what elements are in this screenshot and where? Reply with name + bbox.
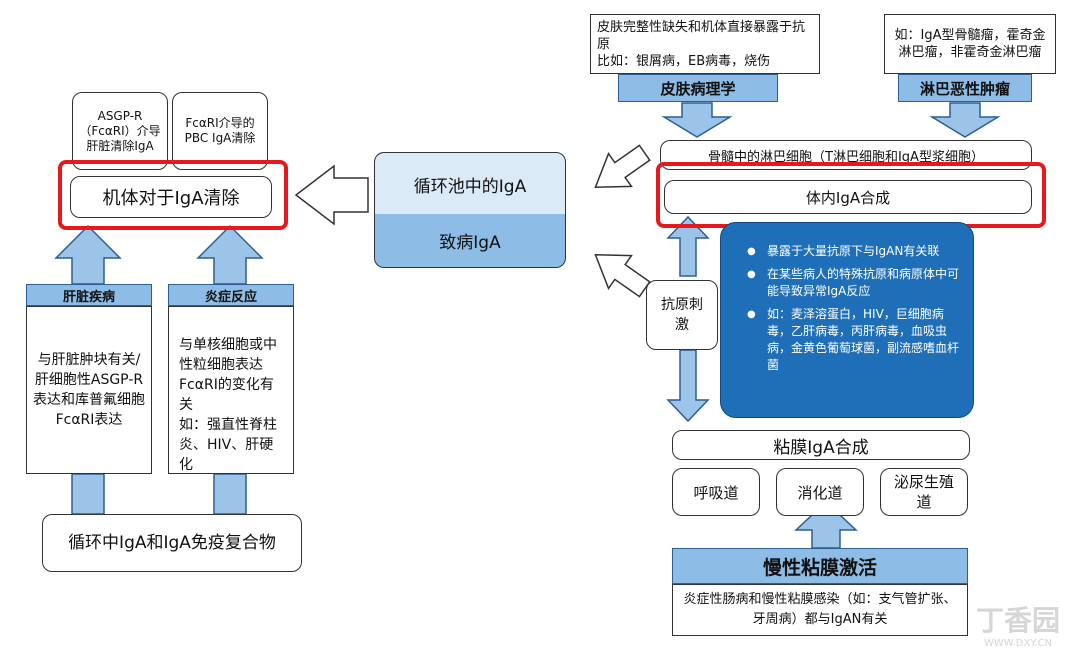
skin-pathology-bar: 皮肤病理学 [618, 74, 778, 102]
fcari-pbc-text: FcαRI介导的PBC IgA清除 [184, 116, 256, 145]
lymphoma-example-text: 如：IgA型骨髓瘤，霍奇金淋巴瘤，非霍奇金淋巴瘤 [894, 28, 1046, 60]
watermark-logo-text: 丁香园 [975, 604, 1060, 637]
down-arrow-lymphoma [929, 102, 1001, 138]
mucosal-iga-text: 粘膜IgA合成 [773, 437, 869, 458]
inflammation-label: 炎症反应 [204, 289, 257, 305]
in-vivo-iga-text: 体内IgA合成 [805, 188, 891, 207]
skin-cause-box: 皮肤完整性缺失和机体直接暴露于抗原 比如：银屑病，EB病毒，烧伤 [590, 14, 820, 74]
watermark: 丁香园 WWW.DXY.CN [968, 604, 1068, 664]
chronic-text: 炎症性肠病和慢性粘膜感染（如：支气管扩张、牙周病）都与IgAN有关 [683, 592, 957, 627]
shaft-inflammation [213, 473, 247, 515]
down-arrow-skin [661, 102, 733, 138]
liver-text-box: 与肝脏肿块有关/肝细胞性ASGP-R表达和库普氟细胞FcαRI表达 [26, 306, 152, 474]
watermark-url: WWW.DXY.CN [984, 638, 1052, 649]
fcari-pbc-box: FcαRI介导的PBC IgA清除 [172, 92, 268, 170]
antigen-stim-text: 抗原刺激 [661, 297, 703, 333]
shaft-liver [71, 473, 105, 515]
immune-complex-text: 循环中IgA和IgA免疫复合物 [68, 533, 276, 553]
in-vivo-iga-box: 体内IgA合成 [664, 180, 1032, 214]
asgpr-box: ASGP-R（FcαRI）介导肝脏清除IgA [72, 92, 168, 170]
bullet-item: 在某些病人的特殊抗原和病原体中可能导致异常IgA反应 [747, 266, 963, 300]
clearance-text: 机体对于IgA清除 [102, 188, 240, 209]
lymphoma-label: 淋巴恶性肿瘤 [919, 79, 1010, 98]
highlight-frame-right [656, 162, 1046, 228]
urogenital-box: 泌尿生殖道 [880, 468, 968, 516]
liver-text: 与肝脏肿块有关/肝细胞性ASGP-R表达和库普氟细胞FcαRI表达 [33, 352, 145, 428]
pathogenic-iga-box: 致病IgA [374, 214, 566, 268]
bone-marrow-text: 骨髓中的淋巴细胞（T淋巴细胞和IgA型浆细胞） [708, 149, 984, 165]
immune-complex-box: 循环中IgA和IgA免疫复合物 [42, 514, 302, 572]
chronic-activation-bar: 慢性粘膜激活 [672, 548, 968, 584]
pathogenic-iga-text: 致病IgA [439, 233, 501, 253]
inflammation-text: 与单核细胞或中性粒细胞表达FcαRI的变化有关 如：强直性脊柱炎、HIV、肝硬化 [179, 337, 277, 473]
antigen-bullet-panel: 暴露于大量抗原下与IgAN有关联 在某些病人的特殊抗原和病原体中可能导致异常Ig… [720, 222, 974, 418]
up-arrow-inflammation [196, 224, 264, 285]
lymphoma-example-box: 如：IgA型骨髓瘤，霍奇金淋巴瘤，非霍奇金淋巴瘤 [884, 14, 1056, 74]
lymphoma-bar: 淋巴恶性肿瘤 [898, 74, 1032, 102]
respiratory-text: 呼吸道 [693, 483, 739, 502]
digestive-box: 消化道 [776, 468, 864, 516]
bullet-item: 如：麦泽溶蛋白，HIV，巨细胞病毒，乙肝病毒，丙肝病毒，血吸虫病，金黄色葡萄球菌… [747, 306, 963, 374]
urogenital-text: 泌尿生殖道 [893, 473, 954, 511]
circulating-iga-text: 循环池中的IgA [413, 176, 527, 197]
circulating-iga-box: 循环池中的IgA [374, 152, 566, 216]
chronic-activation-label: 慢性粘膜激活 [762, 556, 877, 579]
liver-disease-bar: 肝脏疾病 [26, 284, 152, 306]
left-arrow-clearance [294, 164, 369, 226]
up-arrow-liver [54, 224, 122, 285]
clearance-box: 机体对于IgA清除 [70, 176, 272, 218]
asgpr-text: ASGP-R（FcαRI）介导肝脏清除IgA [79, 108, 161, 153]
down-arrow-antigen [666, 349, 710, 423]
antigen-stim-box: 抗原刺激 [646, 280, 718, 350]
digestive-text: 消化道 [797, 483, 843, 502]
skin-cause-text: 皮肤完整性缺失和机体直接暴露于抗原 比如：银屑病，EB病毒，烧伤 [597, 19, 806, 69]
liver-disease-label: 肝脏疾病 [62, 289, 115, 305]
bullet-item: 暴露于大量抗原下与IgAN有关联 [747, 243, 963, 260]
inflammation-text-box: 与单核细胞或中性粒细胞表达FcαRI的变化有关 如：强直性脊柱炎、HIV、肝硬化 [168, 306, 294, 474]
mucosal-iga-box: 粘膜IgA合成 [672, 430, 970, 460]
chronic-text-box: 炎症性肠病和慢性粘膜感染（如：支气管扩张、牙周病）都与IgAN有关 [672, 584, 968, 636]
skin-pathology-label: 皮肤病理学 [660, 79, 736, 98]
diag-arrow-upper [594, 144, 651, 188]
highlight-frame-left [58, 160, 288, 230]
inflammation-bar: 炎症反应 [168, 284, 294, 306]
respiratory-box: 呼吸道 [672, 468, 760, 516]
